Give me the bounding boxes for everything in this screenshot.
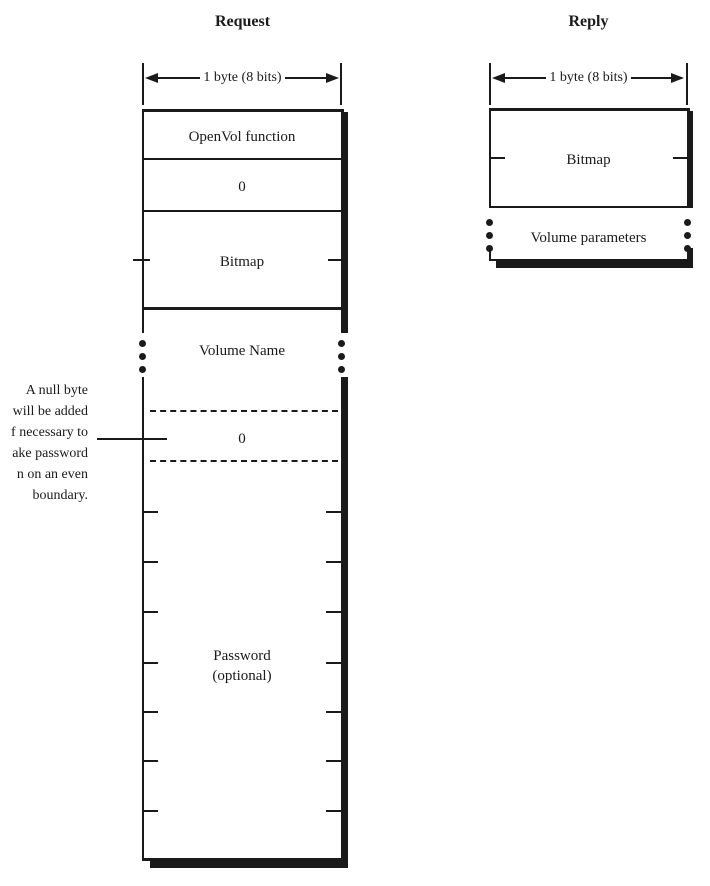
callout-line: A null byte — [25, 383, 88, 398]
reply-bottom-left-stub — [489, 250, 491, 261]
request-box-bottom-border — [142, 858, 346, 861]
byte-width-label: 1 byte (8 bits) — [143, 70, 342, 86]
field-volume-name: Volume Name — [199, 343, 285, 359]
dashed-divider — [150, 410, 338, 412]
byte-boundary-tick — [326, 511, 342, 513]
callout-line: f necessary to — [11, 425, 88, 440]
byte-boundary-tick — [326, 662, 342, 664]
ellipsis-dot-icon — [139, 366, 146, 373]
byte-boundary-tick — [142, 611, 158, 613]
byte-boundary-tick — [490, 157, 505, 159]
byte-boundary-tick — [326, 810, 342, 812]
null-byte-callout-note: A null byte will be added f necessary to… — [0, 380, 88, 506]
byte-width-label: 1 byte (8 bits) — [489, 70, 688, 86]
field-volume-parameters: Volume parameters — [530, 230, 647, 246]
field-null-pad-byte: 0 — [238, 431, 246, 447]
request-box-left-border — [142, 377, 144, 861]
row-divider — [142, 307, 348, 310]
ellipsis-dot-icon — [338, 366, 345, 373]
byte-boundary-tick — [142, 511, 158, 513]
field-openvol-function: OpenVol function — [188, 129, 296, 145]
ellipsis-dot-icon — [684, 219, 691, 226]
byte-boundary-tick — [326, 561, 342, 563]
ellipsis-dot-icon — [486, 219, 493, 226]
callout-line: will be added — [12, 404, 88, 419]
request-box-right-shadow — [341, 377, 348, 861]
ellipsis-dot-icon — [486, 232, 493, 239]
request-box-left-border — [142, 109, 144, 333]
request-title: Request — [214, 13, 271, 30]
byte-boundary-tick — [326, 711, 342, 713]
byte-boundary-tick — [133, 259, 150, 261]
reply-title: Reply — [568, 13, 609, 30]
ellipsis-dot-icon — [139, 340, 146, 347]
request-box-top-border — [142, 109, 344, 112]
field-bitmap-reply: Bitmap — [566, 152, 611, 168]
ellipsis-dot-icon — [486, 245, 493, 252]
reply-bitmap-bottom-border — [489, 206, 689, 208]
reply-box-bottom-border — [489, 259, 689, 261]
callout-line: ake password — [12, 446, 88, 461]
arrow-end-bar — [489, 63, 491, 105]
request-box-bottom-shadow — [150, 861, 348, 868]
byte-boundary-tick — [326, 611, 342, 613]
request-box-right-shadow — [341, 112, 348, 333]
password-label-line2: (optional) — [212, 668, 272, 684]
callout-line: n on an even — [16, 467, 88, 482]
row-divider — [142, 210, 343, 212]
arrow-end-bar — [686, 63, 688, 105]
password-label-line1: Password — [213, 648, 271, 664]
arrow-right-head-icon — [671, 73, 684, 83]
reply-box-top-border — [489, 108, 690, 111]
arrow-left-head-icon — [145, 73, 158, 83]
byte-boundary-tick — [142, 561, 158, 563]
arrow-left-head-icon — [492, 73, 505, 83]
byte-boundary-tick — [142, 711, 158, 713]
arrow-right-head-icon — [326, 73, 339, 83]
reply-box-right-shadow — [687, 111, 693, 208]
byte-boundary-tick — [142, 760, 158, 762]
byte-boundary-tick — [326, 760, 342, 762]
reply-bottom-right-stub — [687, 248, 693, 262]
ellipsis-dot-icon — [139, 353, 146, 360]
arrow-end-bar — [340, 63, 342, 105]
ellipsis-dot-icon — [338, 340, 345, 347]
row-divider — [142, 158, 343, 160]
byte-boundary-tick — [142, 810, 158, 812]
arrow-end-bar — [142, 63, 144, 105]
field-bitmap: Bitmap — [219, 254, 265, 270]
ellipsis-dot-icon — [338, 353, 345, 360]
field-password: Password (optional) — [143, 646, 341, 686]
byte-boundary-tick — [673, 157, 688, 159]
callout-pointer-line — [97, 438, 167, 440]
byte-boundary-tick — [142, 662, 158, 664]
byte-boundary-tick — [328, 259, 345, 261]
reply-box-bottom-shadow — [496, 261, 693, 268]
callout-line: boundary. — [32, 488, 88, 503]
field-zero-byte: 0 — [238, 179, 246, 195]
dashed-divider — [150, 460, 338, 462]
ellipsis-dot-icon — [684, 232, 691, 239]
